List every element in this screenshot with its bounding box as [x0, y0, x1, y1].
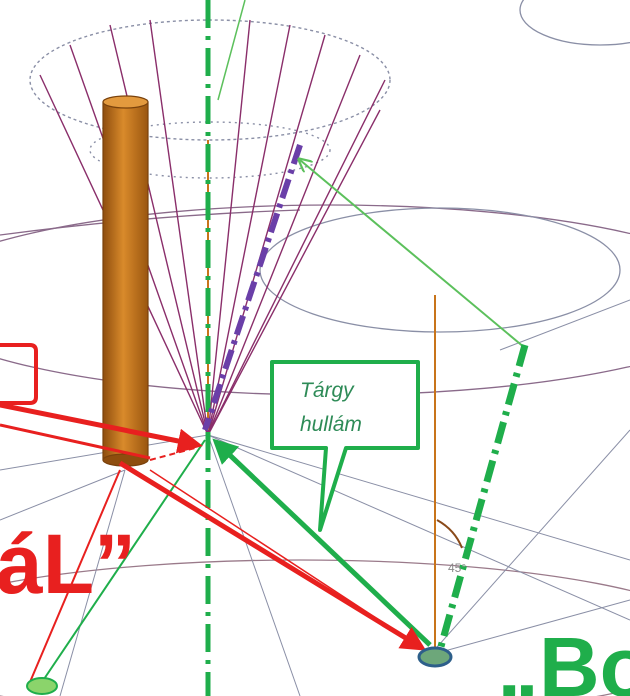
left-horizon-arc: [0, 209, 301, 236]
reference-dashed: [149, 447, 196, 461]
thin-green-upper: [217, 0, 246, 101]
cylinder-body: [102, 101, 149, 461]
lower-left-green-point: [26, 677, 58, 695]
lower-right-point: [417, 646, 453, 668]
left-partial-label: áL”: [0, 517, 136, 611]
object-wave-callout: Tárgy hullám: [270, 360, 420, 532]
lower-left-green-line: [39, 439, 206, 686]
thin-vertical-lines: [207, 140, 436, 650]
reconstructed-ray: [202, 144, 303, 431]
top-corner-ellipse: [519, 0, 630, 46]
reference-thin-left: [29, 469, 121, 683]
right-partial-label: „Bo: [497, 620, 630, 696]
cone-mid-ellipse: [89, 121, 331, 179]
reference-arrow-to-apex: [0, 402, 203, 454]
object-wave-arrow: [212, 438, 432, 647]
reference-line-lower: [0, 423, 151, 460]
callout-line-2: hullám: [300, 413, 362, 436]
cylinder-top: [102, 95, 149, 109]
orange-cylinder: [102, 95, 149, 467]
callout-box: [270, 360, 420, 532]
ground-ellipse-lower: [0, 559, 630, 696]
callout-line-1: Tárgy: [300, 379, 355, 402]
angle-arc: [436, 519, 463, 549]
red-label-box: [0, 343, 38, 405]
angle-mark: 45°: [448, 561, 466, 575]
reference-wave: [0, 402, 427, 683]
small-cone-ellipse: [259, 207, 621, 333]
reference-thin-right: [149, 469, 426, 651]
reference-arrow-to-bottom: [118, 460, 427, 651]
right-green-dashed: [436, 344, 529, 651]
thin-green-arrow: [300, 160, 526, 349]
